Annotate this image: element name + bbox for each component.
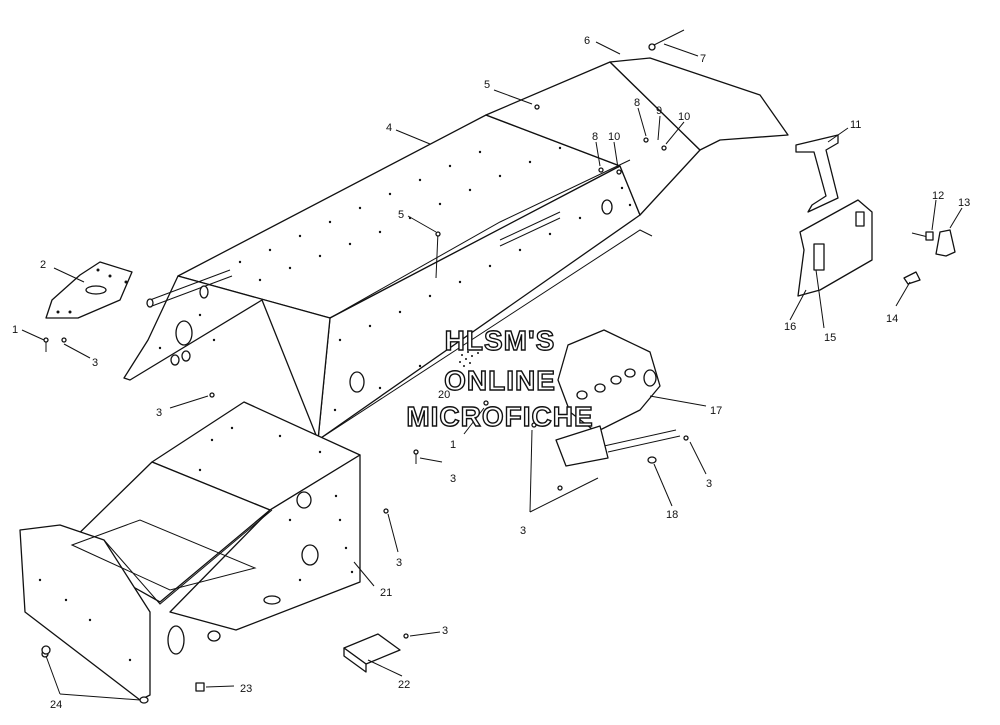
callout-18: 18	[666, 509, 678, 521]
callout-3: 3	[450, 473, 456, 485]
bracket-assembly-part-17	[557, 329, 661, 433]
callout-9: 9	[656, 105, 662, 117]
callout-3: 3	[706, 478, 712, 490]
callout-10: 10	[678, 111, 690, 123]
callout-21: 21	[380, 587, 392, 599]
watermark-line-2: ONLINE	[444, 365, 556, 396]
angle-bracket-part-22	[343, 633, 401, 673]
callout-20: 20	[438, 389, 450, 401]
callout-3: 3	[396, 557, 402, 569]
callout-4: 4	[386, 122, 392, 134]
callout-2: 2	[40, 259, 46, 271]
fasteners	[43, 29, 689, 639]
callout-5: 5	[398, 209, 404, 221]
callout-17: 17	[710, 405, 722, 417]
callout-16: 16	[784, 321, 796, 333]
callout-1: 1	[12, 324, 18, 336]
callouts: 1 2 3 3 4 5 5 6 7 8 9 10 8 10 11 12 13 1…	[12, 35, 970, 711]
callout-8: 8	[634, 97, 640, 109]
callout-11: 11	[850, 119, 861, 131]
callout-13: 13	[958, 197, 970, 209]
callout-8: 8	[592, 131, 598, 143]
rear-plate-part-16	[797, 199, 873, 297]
watermark-line-3: MICROFICHE	[406, 401, 593, 432]
stud-part-23	[195, 682, 205, 692]
leader-lines	[21, 41, 963, 701]
callout-23: 23	[240, 683, 252, 695]
foot-part-24b	[139, 696, 149, 704]
callout-12: 12	[932, 190, 944, 202]
callout-15: 15	[824, 332, 836, 344]
bracket-part-2	[45, 261, 133, 319]
callout-10: 10	[608, 131, 620, 143]
watermark: HLSM'S ONLINE MICROFICHE	[406, 324, 594, 432]
callout-22: 22	[398, 679, 410, 691]
callout-3: 3	[442, 625, 448, 637]
callout-3: 3	[156, 407, 162, 419]
callout-24: 24	[50, 699, 62, 711]
tunnel-part	[123, 57, 789, 441]
lower-frame-part-21	[19, 401, 361, 701]
callout-3: 3	[92, 357, 98, 369]
callout-14: 14	[886, 313, 898, 325]
foot-part-24a	[41, 645, 51, 655]
watermark-line-1: HLSM'S	[445, 325, 556, 356]
callout-5: 5	[484, 79, 490, 91]
callout-7: 7	[700, 53, 706, 65]
callout-1: 1	[450, 439, 456, 451]
cap-part-13	[935, 229, 956, 257]
rear-bar-part-11	[795, 134, 839, 213]
clip-part-14	[903, 271, 921, 285]
shaft-part-18	[555, 425, 681, 467]
callout-6: 6	[584, 35, 590, 47]
bolt-part-12	[911, 231, 934, 241]
callout-3: 3	[520, 525, 526, 537]
